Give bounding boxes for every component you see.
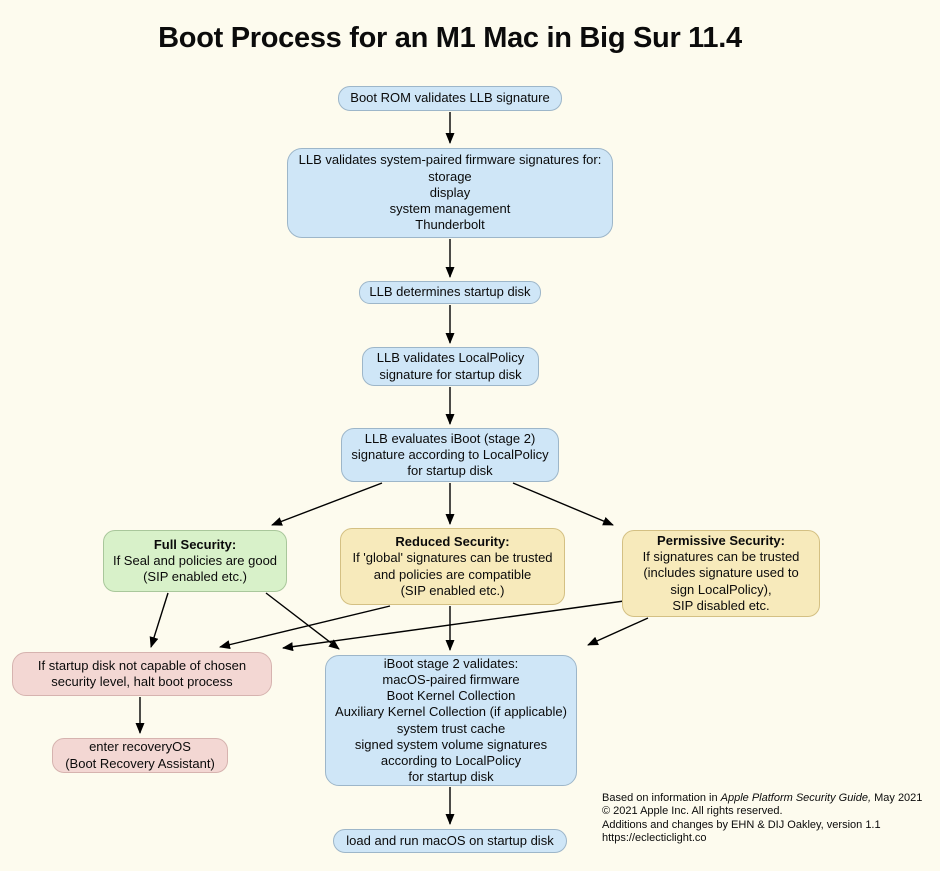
node-iboot-validates: iBoot stage 2 validates: macOS-paired fi… (325, 655, 577, 786)
attribution-copyright: © 2021 Apple Inc. All rights reserved. (602, 805, 783, 818)
node-iboot-validates-label: iBoot stage 2 validates: macOS-paired fi… (335, 655, 567, 785)
node-halt-boot-label: If startup disk not capable of chosen se… (37, 657, 247, 689)
attribution-line-1: Based on information in Apple Platform S… (602, 792, 937, 805)
node-boot-rom: Boot ROM validates LLB signature (338, 86, 562, 111)
node-boot-rom-label: Boot ROM validates LLB signature (350, 90, 550, 106)
arrow-ibooteval-to-full (271, 482, 383, 526)
arrow-reduced-to-halt (219, 605, 391, 650)
arrow-permissive-to-ibootvalidates (587, 617, 649, 646)
node-load-macos: load and run macOS on startup disk (333, 829, 567, 853)
attribution-authors: Additions and changes by EHN & DIJ Oakle… (602, 818, 881, 831)
arrow-full-to-halt (149, 592, 169, 648)
node-startup-disk-label: LLB determines startup disk (369, 284, 531, 300)
arrow-permissive-to-halt (282, 600, 625, 652)
attribution-source-date: May 2021 (871, 792, 923, 804)
node-recovery-os: enter recoveryOS (Boot Recovery Assistan… (52, 738, 228, 773)
node-halt-boot: If startup disk not capable of chosen se… (12, 652, 272, 696)
node-iboot-evaluation-label: LLB evaluates iBoot (stage 2) signature … (351, 430, 549, 479)
attribution-block: Based on information in Apple Platform S… (602, 792, 937, 846)
attribution-source-title: Apple Platform Security Guide, (720, 792, 872, 804)
node-full-security-body: If Seal and policies are good (SIP enabl… (112, 552, 278, 585)
node-permissive-security-title: Permissive Security: (657, 532, 785, 548)
node-startup-disk: LLB determines startup disk (359, 281, 541, 304)
node-reduced-security: Reduced Security: If 'global' signatures… (340, 528, 565, 605)
attribution-source-prefix: Based on information in (602, 792, 721, 804)
node-local-policy: LLB validates LocalPolicy signature for … (362, 347, 539, 386)
node-firmware-validation-label: LLB validates system-paired firmware sig… (298, 152, 602, 233)
node-full-security-title: Full Security: (153, 536, 237, 552)
node-firmware-validation: LLB validates system-paired firmware sig… (287, 148, 613, 238)
node-reduced-security-title: Reduced Security: (395, 534, 510, 550)
node-local-policy-label: LLB validates LocalPolicy signature for … (376, 350, 525, 382)
node-recovery-os-label: enter recoveryOS (Boot Recovery Assistan… (65, 739, 215, 771)
arrow-ibooteval-to-permissive (512, 482, 614, 526)
node-permissive-security-body: If signatures can be trusted (includes s… (642, 549, 800, 613)
arrow-full-to-ibootvalidates (265, 592, 340, 650)
node-load-macos-label: load and run macOS on startup disk (346, 832, 554, 848)
node-full-security: Full Security: If Seal and policies are … (103, 530, 287, 592)
attribution-url: https://eclecticlight.co (602, 832, 707, 845)
node-iboot-evaluation: LLB evaluates iBoot (stage 2) signature … (341, 428, 559, 482)
node-reduced-security-body: If 'global' signatures can be trusted an… (352, 550, 553, 598)
node-permissive-security: Permissive Security: If signatures can b… (622, 530, 820, 617)
diagram-title: Boot Process for an M1 Mac in Big Sur 11… (158, 22, 742, 54)
